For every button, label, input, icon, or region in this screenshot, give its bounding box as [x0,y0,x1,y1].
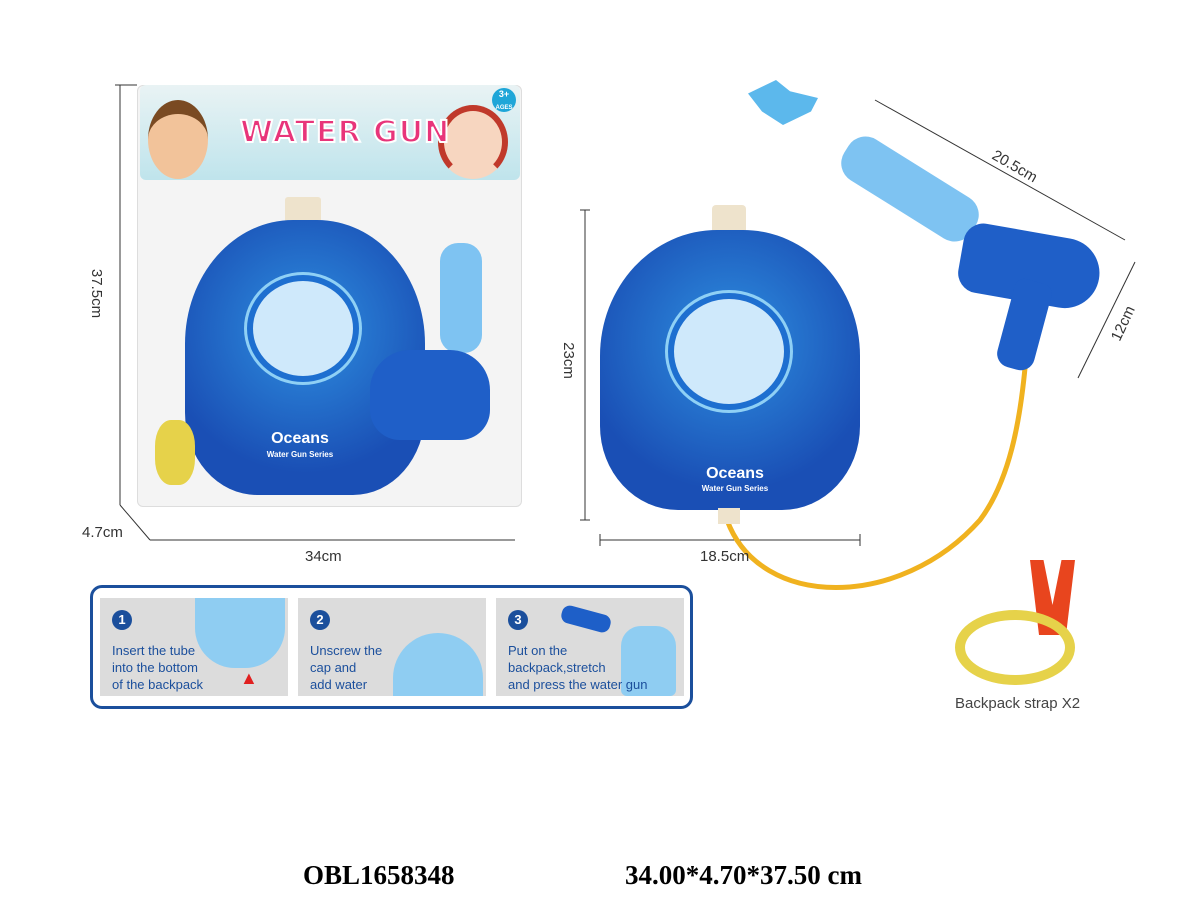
step-number: 2 [310,610,330,630]
instruction-step-2: 2 Unscrew the cap and add water [298,598,486,696]
package-height-label: 37.5cm [88,268,106,319]
package-depth-label: 4.7cm [82,524,123,541]
backpack-width-label: 18.5cm [700,548,750,565]
packaged-strap [155,420,195,485]
backpack-cap [285,197,321,223]
step-line: into the bottom [112,660,198,675]
instructions-panel: 1 Insert the tube into the bottom of the b… [90,585,693,709]
package-width-label: 34cm [305,548,342,565]
instruction-step-1: 1 Insert the tube into the bottom of the b… [100,598,288,696]
step-number: 3 [508,610,528,630]
boy-illustration [148,100,208,179]
packaged-gun-body [370,350,490,440]
step-line: backpack,stretch [508,660,606,675]
step-line: cap and [310,660,357,675]
carton-size: 34.00*4.70*37.50 cm [625,860,862,890]
backpack-brand: Oceans [706,465,764,482]
strap-label: Backpack strap X2 [955,695,1081,712]
step-line: add water [310,677,368,692]
package-brand: Oceans [271,430,329,447]
step-line: Put on the [508,643,568,658]
step-3-barrel [559,603,613,635]
arrow-up-icon: ▲ [240,668,258,688]
package-title: WATER GUN [239,114,451,151]
step-number: 1 [112,610,132,630]
step-line: Insert the tube [112,643,196,658]
backpack-shark-porthole [668,293,790,410]
backpack-outlet [718,508,740,524]
strap-coil [955,610,1075,685]
girl-illustration [438,105,508,179]
instruction-step-3: 3 Put on the backpack,stretch and press th… [496,598,684,696]
step-3-gun [621,626,676,696]
step-line: of the backpack [112,677,204,692]
step-text: Put on the backpack,stretch and press the … [508,642,688,693]
backpack-height-label: 23cm [559,342,577,379]
step-text: Unscrew the cap and add water [310,642,440,693]
age-badge: 3+ AGES [492,88,516,112]
step-1-illustration [195,598,285,668]
age-badge-value: 3+ [498,89,510,99]
package-series: Water Gun Series [266,450,334,459]
step-text: Insert the tube into the bottom of the bac… [112,642,242,693]
step-line: and press the water gun [508,677,648,692]
step-2-illustration [393,633,483,696]
item-code: OBL1658348 [303,860,455,890]
step-line: Unscrew the [310,643,383,658]
packaged-gun-handle [440,243,482,353]
age-badge-sub: AGES [495,105,513,111]
shark-porthole [247,275,359,382]
backpack-series: Water Gun Series [701,484,769,493]
